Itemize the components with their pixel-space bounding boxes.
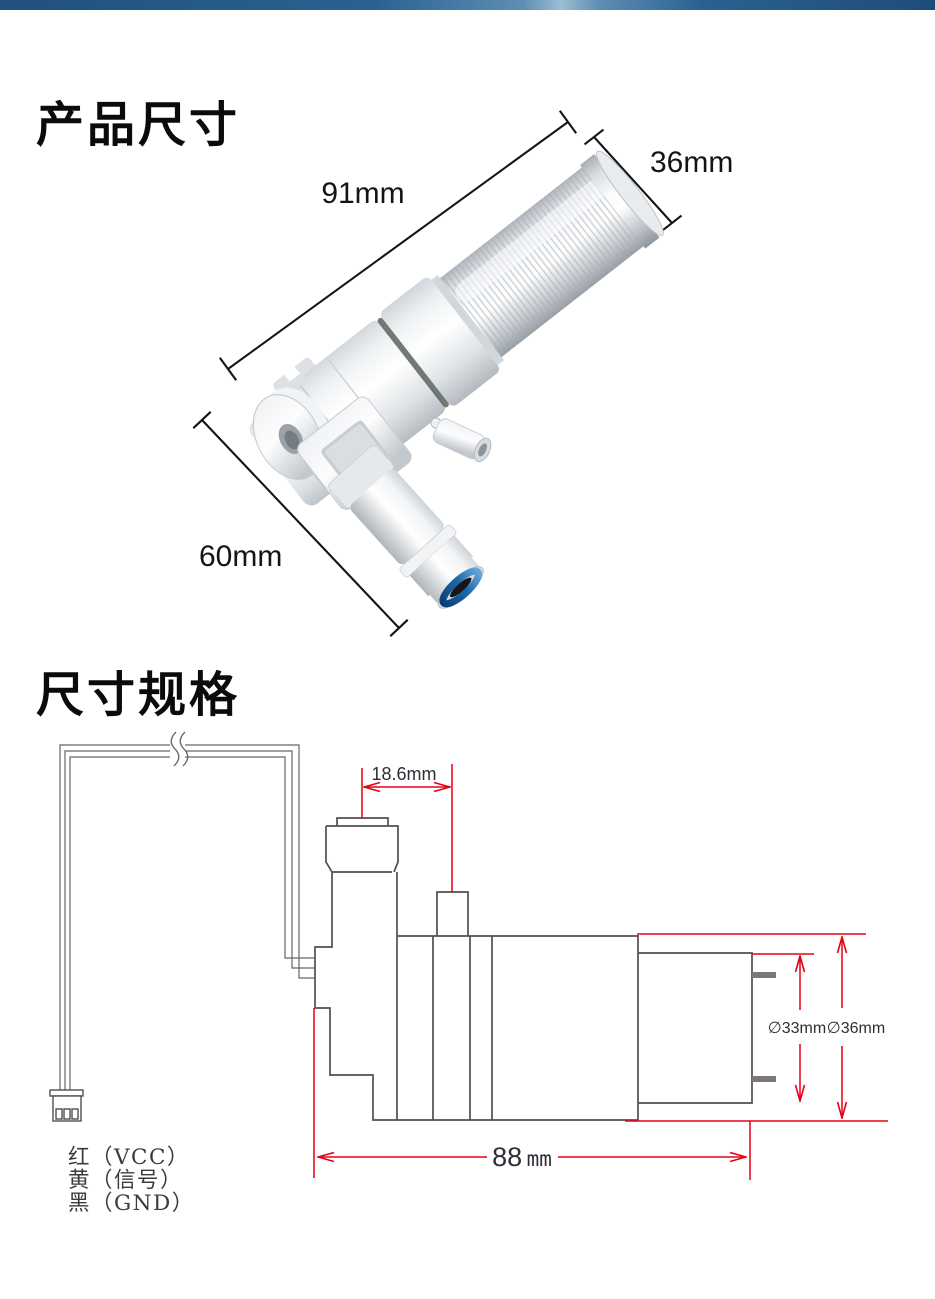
product-photo: 91mm 36mm 60mm <box>192 110 733 637</box>
dim-body-length: 88 mm <box>313 1008 751 1180</box>
outlet-connector <box>328 445 484 609</box>
section-heading-spec: 尺寸规格 <box>36 668 241 722</box>
dim-outer-diameter: ∅36mm <box>827 937 885 1118</box>
terminal-pin-top <box>752 972 776 978</box>
outlet-blue-ring <box>439 567 483 608</box>
dim-inner-diameter-label: ∅33mm <box>768 1020 826 1037</box>
dim-outer-diameter-label: ∅36mm <box>827 1020 885 1037</box>
wire-break-mark <box>170 731 180 767</box>
dim-18-6mm-label: 18.6mm <box>371 764 436 784</box>
svg-text:88 mm: 88 mm <box>492 1142 552 1172</box>
wire-harness <box>59 731 315 1090</box>
photo-dim-60mm: 60mm <box>192 411 409 637</box>
front-collar <box>304 320 445 465</box>
wire-legend-gnd: 黑（GND） <box>68 1191 195 1216</box>
dim-18-6mm: 18.6mm <box>361 764 453 892</box>
rear-end-face <box>596 150 664 236</box>
section-heading-product-size: 产品尺寸 <box>36 98 241 152</box>
top-divider-bar <box>0 0 935 10</box>
motor-end-cap <box>638 952 753 1104</box>
barb-hole <box>478 443 487 457</box>
wire-connector-plug <box>49 1089 84 1122</box>
photo-dim-36mm: 36mm <box>583 128 733 232</box>
barb-fitting <box>432 418 492 463</box>
dim-body-length-unit: mm <box>527 1147 552 1171</box>
dim-inner-diameter: ∅33mm <box>768 956 826 1101</box>
terminal-pin-bottom <box>752 1076 776 1082</box>
outlet-hole <box>449 577 472 598</box>
dim-body-length-value: 88 <box>492 1142 522 1172</box>
photo-dim-36mm-label: 36mm <box>650 146 733 179</box>
rear-lip <box>579 154 660 249</box>
photo-dim-60mm-label: 60mm <box>199 540 282 573</box>
head-tab-notch <box>284 366 301 382</box>
photo-dim-91mm-label: 91mm <box>321 177 404 210</box>
seal-ring <box>377 317 449 408</box>
pump-outline <box>314 817 776 1121</box>
wire-legend-signal: 黄（信号） <box>68 1168 183 1193</box>
vent-boss <box>436 891 469 936</box>
mid-collar <box>381 277 499 406</box>
dimension-diagram: 18.6mm ∅33mm ∅36mm 88 mm <box>49 731 888 1216</box>
step-ring <box>431 275 505 366</box>
wire-legend-vcc: 红（VCC） <box>68 1145 190 1170</box>
wire-legend: 红（VCC） 黄（信号） 黑（GND） <box>68 1145 195 1216</box>
wire-break-mark <box>179 731 189 767</box>
photo-dim-91mm: 91mm <box>218 110 578 381</box>
dim-diameter-refs <box>625 933 888 1122</box>
